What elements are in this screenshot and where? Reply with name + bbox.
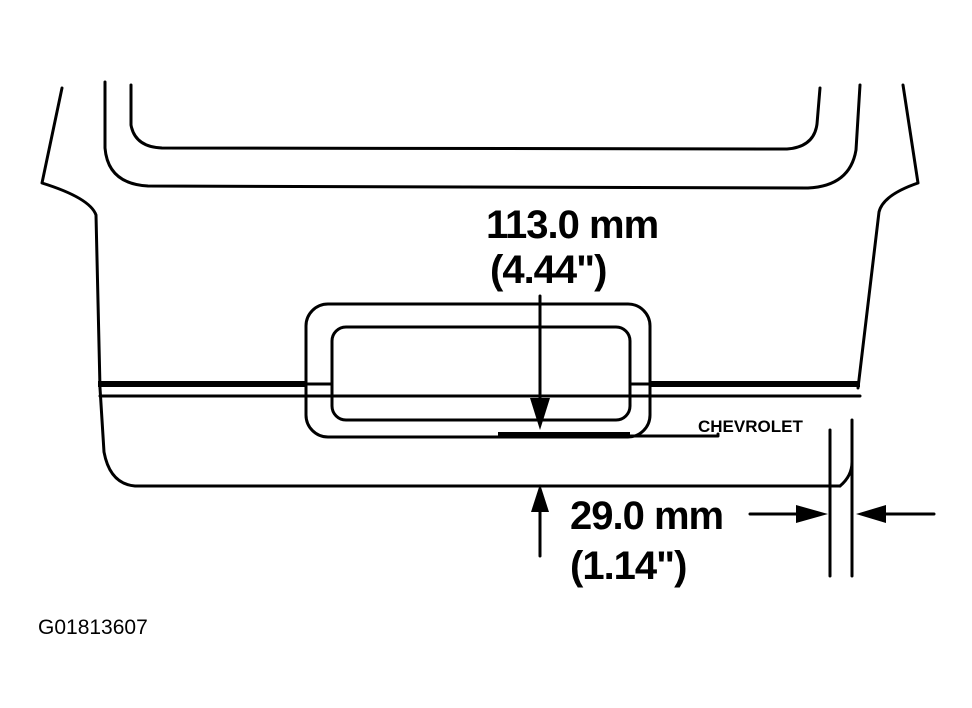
edge-corner bbox=[838, 460, 854, 488]
figure-id: G01813607 bbox=[38, 616, 148, 639]
top-dimension-mm: 113.0 mm bbox=[486, 203, 659, 247]
emblem-label: CHEVROLET bbox=[698, 417, 803, 436]
side-dimension-inches: (1.14") bbox=[570, 544, 687, 588]
top-dimension-inches: (4.44") bbox=[490, 248, 607, 292]
body-outline bbox=[40, 86, 842, 488]
side-dimension-mm: 29.0 mm bbox=[570, 494, 724, 538]
emblem-recess-outer bbox=[304, 302, 652, 439]
emblem-recess-inner bbox=[330, 325, 632, 422]
side-dim-left-arrowhead bbox=[796, 505, 828, 523]
window-outer bbox=[103, 80, 862, 190]
emblem-leader bbox=[628, 432, 720, 438]
side-dim-right-arrowhead bbox=[856, 505, 886, 523]
emblem-bar bbox=[498, 432, 630, 438]
window-inner bbox=[129, 83, 822, 151]
bottom-dim-arrowhead bbox=[531, 484, 549, 512]
top-dim-arrowhead bbox=[530, 398, 550, 430]
body-outline-right bbox=[856, 83, 920, 390]
